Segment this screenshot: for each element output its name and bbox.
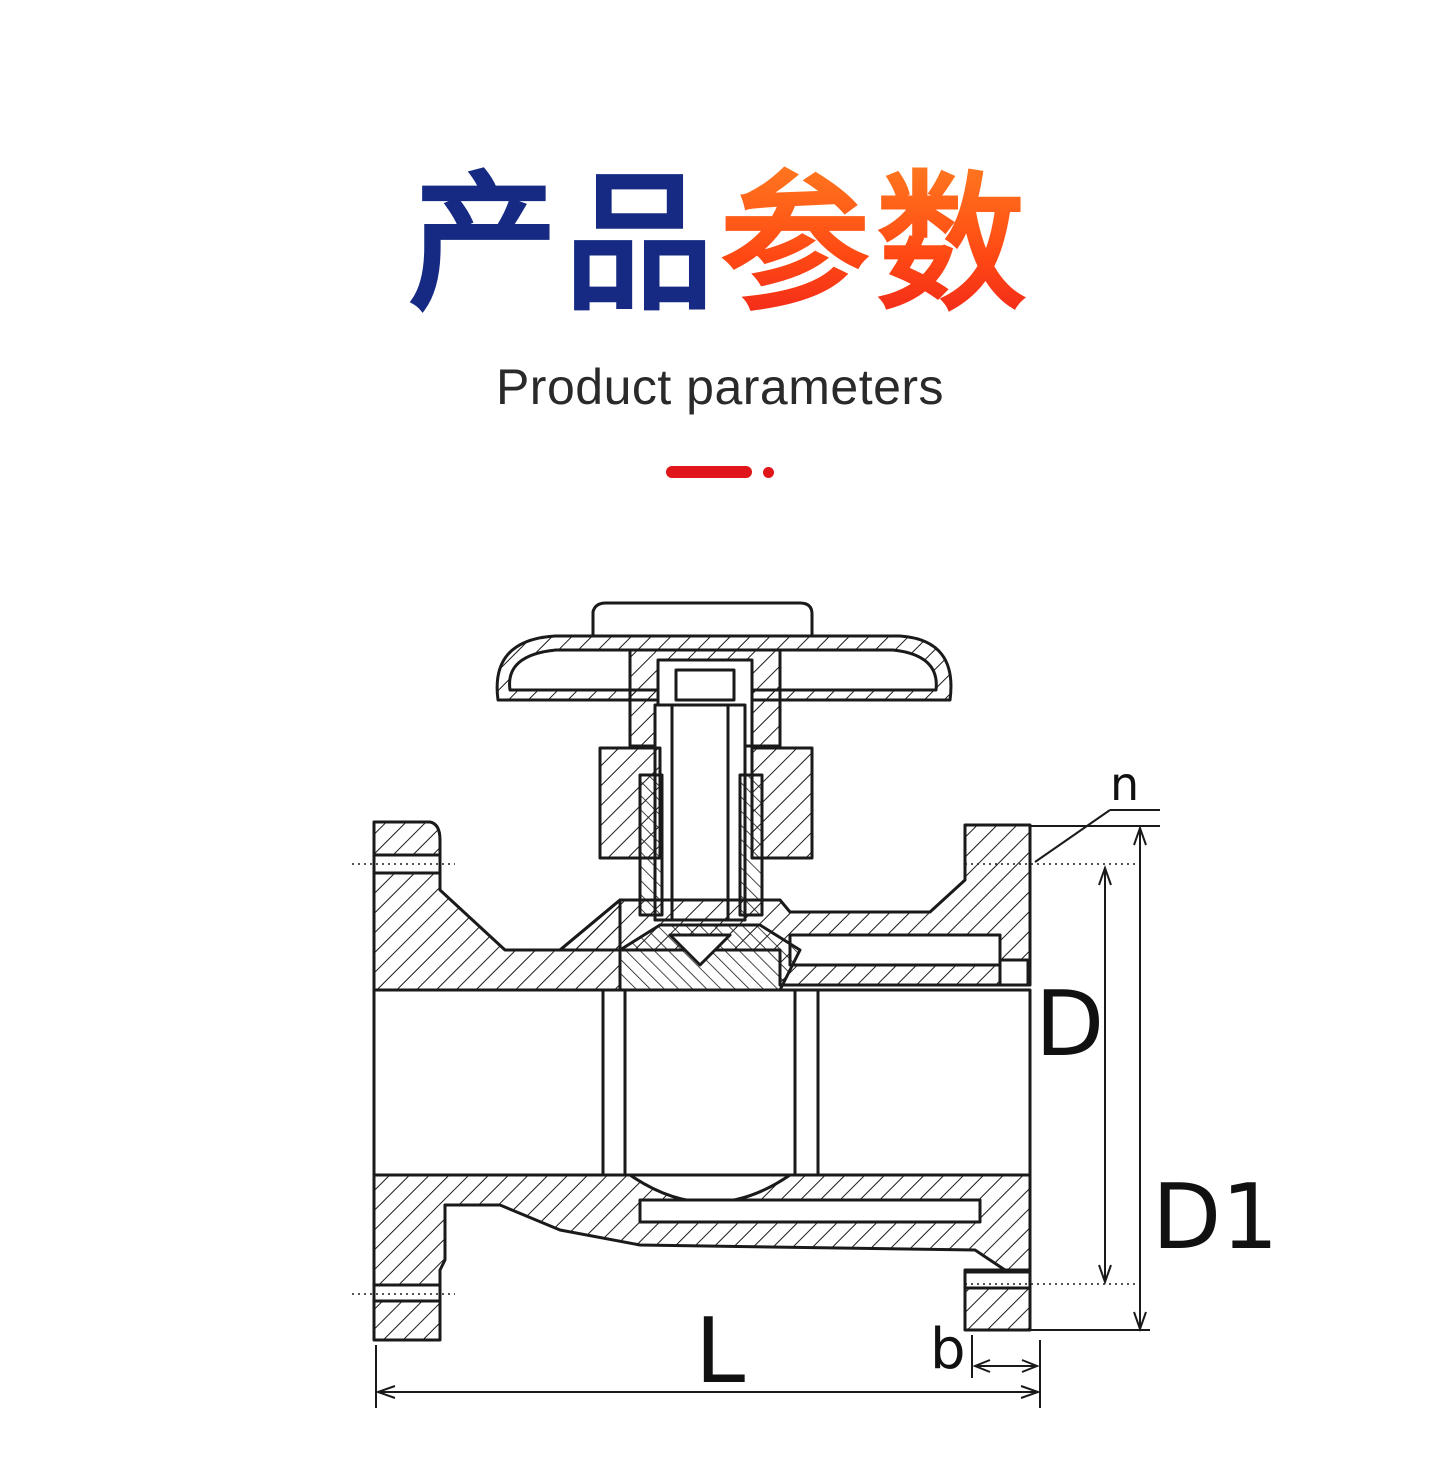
accent-dot: [763, 467, 774, 478]
valve-drawing: [372, 601, 1032, 1342]
page-title: 产品参数: [0, 160, 1440, 330]
label-n: n: [1110, 757, 1139, 811]
valve-stem: [653, 703, 747, 922]
valve-seat: [601, 988, 820, 1177]
title-part-parameters: 参数: [720, 158, 1033, 332]
centerlines: [352, 863, 1135, 1295]
accent-bar: [666, 466, 752, 478]
label-L: L: [695, 1299, 745, 1404]
title-part-product: 产品: [407, 158, 720, 332]
label-b: b: [930, 1317, 966, 1382]
dimension-lines: [374, 809, 1160, 1408]
label-D1: D1: [1152, 1165, 1279, 1270]
handwheel-cap: [591, 601, 814, 636]
label-D: D: [1035, 972, 1104, 1077]
left-flange-upper: [372, 820, 622, 992]
page-subtitle: Product parameters: [495, 359, 945, 415]
